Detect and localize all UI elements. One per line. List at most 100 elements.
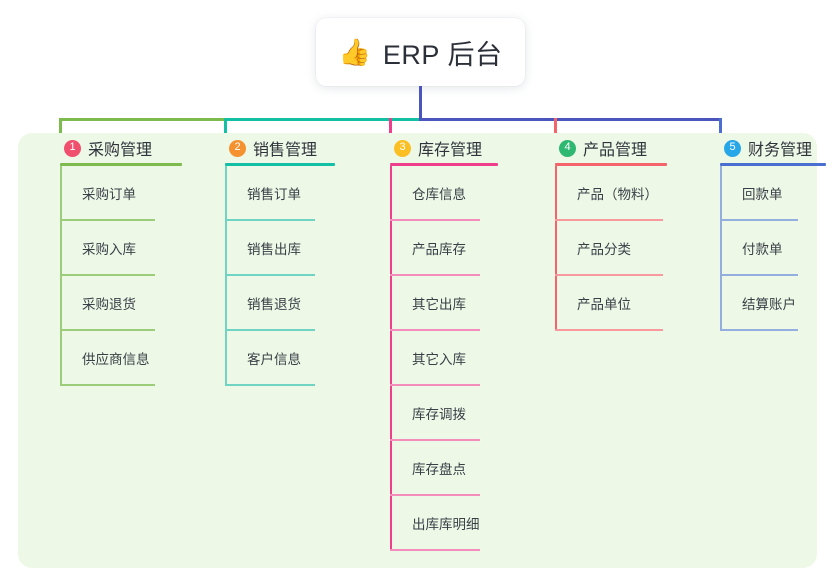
leaf-item[interactable]: 付款单 [720, 221, 826, 276]
leaf-underline [60, 274, 155, 276]
leaf-list-2: 销售订单销售出库销售退货客户信息 [225, 166, 335, 386]
leaf-underline [390, 274, 480, 276]
leaf-item[interactable]: 库存调拨 [390, 386, 498, 441]
leaf-spine-3 [390, 166, 392, 551]
leaf-label: 其它出库 [412, 297, 466, 312]
leaf-label: 仓库信息 [412, 187, 466, 202]
leaf-label: 其它入库 [412, 352, 466, 367]
leaf-item[interactable]: 客户信息 [225, 331, 335, 386]
leaf-label: 采购入库 [82, 242, 136, 257]
leaf-item[interactable]: 产品（物料） [555, 166, 667, 221]
leaf-item[interactable]: 采购退货 [60, 276, 182, 331]
leaf-item[interactable]: 其它出库 [390, 276, 498, 331]
leaf-label: 销售退货 [247, 297, 301, 312]
leaf-list-5: 回款单付款单结算账户 [720, 166, 826, 331]
branch-underline-5 [720, 163, 826, 166]
branch-title-2: 销售管理 [253, 142, 318, 159]
leaf-underline [555, 219, 663, 221]
leaf-label: 回款单 [742, 187, 783, 202]
leaf-item[interactable]: 其它入库 [390, 331, 498, 386]
branch-underline-4 [555, 163, 667, 166]
leaf-label: 出库库明细 [412, 517, 480, 532]
branch-header-3[interactable]: 3 库存管理 [390, 133, 498, 163]
leaf-item[interactable]: 产品库存 [390, 221, 498, 276]
branch-title-3: 库存管理 [418, 142, 483, 159]
leaf-label: 结算账户 [742, 297, 796, 312]
leaf-underline [390, 329, 480, 331]
leaf-list-3: 仓库信息产品库存其它出库其它入库库存调拨库存盘点出库库明细 [390, 166, 498, 551]
thumbs-up-icon: 👍 [338, 37, 371, 67]
branch-index-badge-4: 4 [559, 139, 576, 157]
leaf-underline [225, 219, 315, 221]
leaf-item[interactable]: 产品单位 [555, 276, 667, 331]
branch-column-2: 2 销售管理销售订单销售出库销售退货客户信息 [225, 133, 335, 386]
branch-title-1: 采购管理 [88, 142, 153, 159]
root-stem [419, 86, 422, 121]
leaf-label: 供应商信息 [82, 352, 150, 367]
leaf-underline [60, 384, 155, 386]
leaf-underline [720, 274, 798, 276]
leaf-label: 销售出库 [247, 242, 301, 257]
branch-header-2[interactable]: 2 销售管理 [225, 133, 335, 163]
branch-header-4[interactable]: 4 产品管理 [555, 133, 667, 163]
leaf-label: 产品库存 [412, 242, 466, 257]
leaf-underline [390, 439, 480, 441]
leaf-label: 付款单 [742, 242, 783, 257]
leaf-underline [555, 274, 663, 276]
branch-column-5: 5 财务管理回款单付款单结算账户 [720, 133, 826, 331]
leaf-label: 库存调拨 [412, 407, 466, 422]
leaf-item[interactable]: 仓库信息 [390, 166, 498, 221]
leaf-item[interactable]: 供应商信息 [60, 331, 182, 386]
leaf-spine-4 [555, 166, 557, 331]
leaf-item[interactable]: 库存盘点 [390, 441, 498, 496]
branch-index-badge-3: 3 [394, 139, 411, 157]
leaf-item[interactable]: 销售退货 [225, 276, 335, 331]
branch-title-4: 产品管理 [583, 142, 648, 159]
leaf-item[interactable]: 出库库明细 [390, 496, 498, 551]
leaf-underline [390, 494, 480, 496]
branch-header-5[interactable]: 5 财务管理 [720, 133, 826, 163]
leaf-underline [390, 549, 480, 551]
leaf-label: 采购退货 [82, 297, 136, 312]
leaf-label: 采购订单 [82, 187, 136, 202]
leaf-list-4: 产品（物料） 产品分类产品单位 [555, 166, 667, 331]
branch-title-5: 财务管理 [748, 142, 813, 159]
branch-index-badge-2: 2 [229, 139, 246, 157]
leaf-item[interactable]: 结算账户 [720, 276, 826, 331]
leaf-item[interactable]: 回款单 [720, 166, 826, 221]
trunk-segment-2 [224, 118, 421, 121]
branch-index-badge-5: 5 [724, 139, 741, 157]
branch-column-3: 3 库存管理仓库信息产品库存其它出库其它入库库存调拨库存盘点出库库明细 [390, 133, 498, 551]
leaf-underline [555, 329, 663, 331]
leaf-list-1: 采购订单采购入库采购退货供应商信息 [60, 166, 182, 386]
trunk-segment-3 [419, 118, 721, 121]
leaf-label: 产品（物料） [577, 187, 658, 202]
branch-index-badge-1: 1 [64, 139, 81, 157]
leaf-label: 客户信息 [247, 352, 301, 367]
leaf-item[interactable]: 采购入库 [60, 221, 182, 276]
branch-column-4: 4 产品管理产品（物料） 产品分类产品单位 [555, 133, 667, 331]
leaf-item[interactable]: 销售订单 [225, 166, 335, 221]
leaf-item[interactable]: 销售出库 [225, 221, 335, 276]
branch-header-1[interactable]: 1 采购管理 [60, 133, 182, 163]
leaf-underline [225, 384, 315, 386]
leaf-underline [720, 219, 798, 221]
leaf-spine-2 [225, 166, 227, 386]
leaf-item[interactable]: 采购订单 [60, 166, 182, 221]
branch-underline-1 [60, 163, 182, 166]
root-title: ERP 后台 [382, 39, 503, 70]
leaf-label: 销售订单 [247, 187, 301, 202]
leaf-item[interactable]: 产品分类 [555, 221, 667, 276]
leaf-underline [390, 219, 480, 221]
branch-underline-2 [225, 163, 335, 166]
leaf-spine-5 [720, 166, 722, 331]
leaf-underline [60, 219, 155, 221]
root-node-card[interactable]: 👍 ERP 后台 [316, 18, 525, 86]
leaf-underline [225, 274, 315, 276]
leaf-underline [390, 384, 480, 386]
leaf-spine-1 [60, 166, 62, 386]
leaf-label: 库存盘点 [412, 462, 466, 477]
leaf-label: 产品分类 [577, 242, 631, 257]
leaf-underline [720, 329, 798, 331]
leaf-underline [225, 329, 315, 331]
